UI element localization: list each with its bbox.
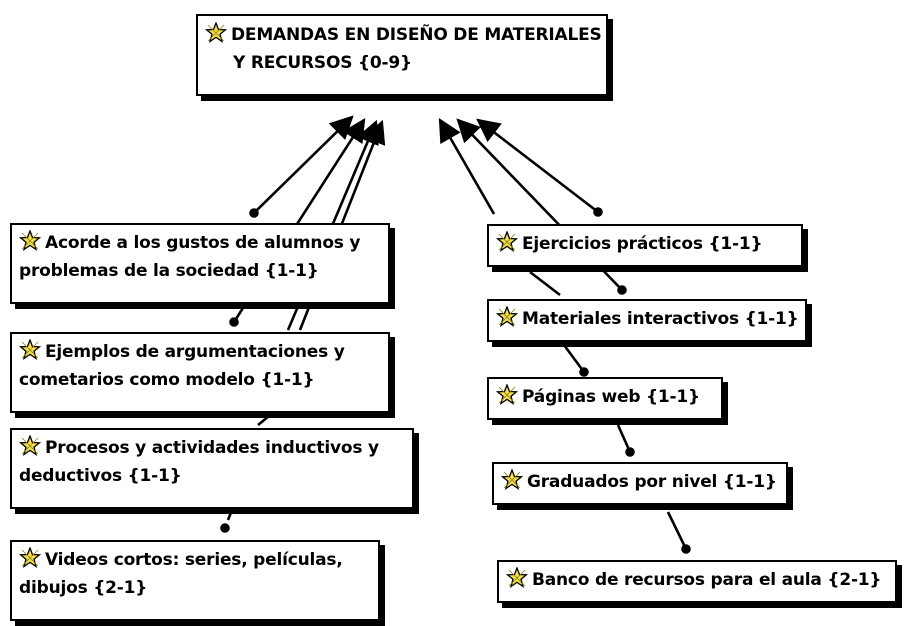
node-paginas[interactable]: Páginas web {1-1} — [487, 377, 723, 420]
node-materiales[interactable]: Materiales interactivos {1-1} — [487, 299, 807, 342]
link-chain-4 — [666, 511, 688, 550]
link-procesos-2 — [257, 410, 275, 427]
node-label-line2: deductivos {1-1} — [19, 466, 182, 486]
node-label-line1: Videos cortos: series, películas, — [45, 550, 343, 570]
node-label-line1: Procesos y actividades inductivos y — [45, 438, 379, 458]
link-chain-2-dot — [579, 367, 589, 377]
code-star-icon — [205, 22, 227, 44]
code-star-icon — [496, 231, 518, 253]
link-acorde — [253, 115, 354, 214]
code-star-icon — [506, 567, 528, 589]
link-materiales-dot — [617, 285, 627, 295]
node-banco[interactable]: Banco de recursos para el aula {2-1} — [497, 560, 897, 603]
node-acorde[interactable]: Acorde a los gustos de alumnos y problem… — [10, 223, 390, 304]
node-label-line2: problemas de la sociedad {1-1} — [19, 261, 319, 281]
link-acorde-dot — [249, 208, 259, 218]
root-node[interactable]: DEMANDAS EN DISEÑO DE MATERIALES Y RECUR… — [196, 14, 608, 96]
node-label: Materiales interactivos {1-1} — [522, 309, 799, 329]
node-label: Páginas web {1-1} — [522, 387, 700, 407]
node-videos[interactable]: Videos cortos: series, películas, dibujo… — [10, 540, 380, 621]
node-label-line1: Ejemplos de argumentaciones y — [45, 342, 345, 362]
code-star-icon — [19, 230, 41, 252]
code-star-icon — [496, 384, 518, 406]
link-ejercicios — [476, 118, 599, 214]
node-label: Ejercicios prácticos {1-1} — [522, 234, 763, 254]
node-graduados[interactable]: Graduados por nivel {1-1} — [492, 462, 788, 505]
node-label-line2: cometarios como modelo {1-1} — [19, 370, 315, 390]
root-title-line1: DEMANDAS EN DISEÑO DE MATERIALES — [231, 25, 602, 45]
link-videos-2 — [226, 509, 234, 521]
node-label: Graduados por nivel {1-1} — [527, 472, 777, 492]
code-star-icon — [19, 435, 41, 457]
link-paginas — [438, 117, 496, 215]
node-label-line1: Acorde a los gustos de alumnos y — [45, 233, 361, 253]
code-star-icon — [19, 339, 41, 361]
code-star-icon — [501, 469, 523, 491]
link-chain-3 — [616, 424, 632, 453]
link-videos-dot — [220, 523, 230, 533]
link-chain-3-dot — [625, 447, 635, 457]
link-chain-4-dot — [681, 544, 691, 554]
link-ejemplos-dot — [229, 317, 239, 327]
node-label-line2: dibujos {2-1} — [19, 578, 148, 598]
root-title-line2: Y RECURSOS {0-9} — [233, 53, 412, 73]
link-ejercicios-dot — [593, 207, 603, 217]
code-star-icon — [19, 547, 41, 569]
link-chain-2 — [562, 344, 586, 373]
node-label: Banco de recursos para el aula {2-1} — [532, 570, 882, 590]
node-procesos[interactable]: Procesos y actividades inductivos y dedu… — [10, 428, 414, 509]
node-ejemplos[interactable]: Ejemplos de argumentaciones y cometarios… — [10, 332, 390, 413]
code-star-icon — [496, 306, 518, 328]
node-ejercicios[interactable]: Ejercicios prácticos {1-1} — [487, 224, 803, 267]
link-chain-1 — [529, 270, 561, 297]
